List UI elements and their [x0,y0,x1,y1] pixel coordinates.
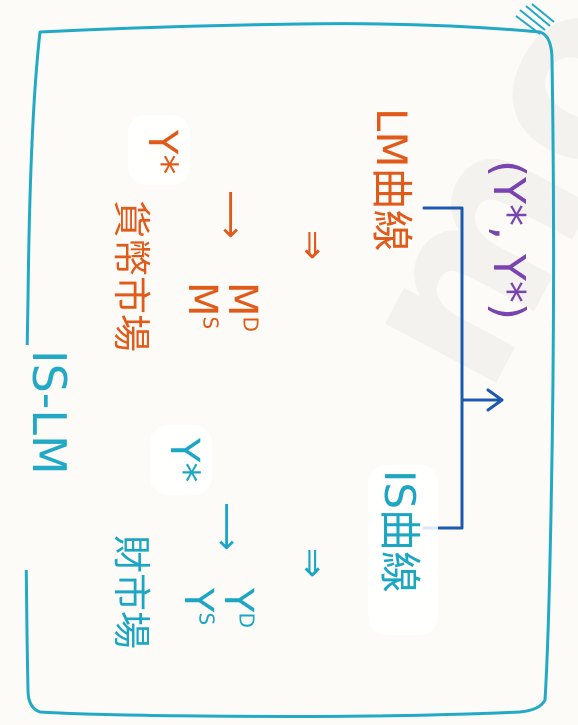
highlight-y-star-money [128,115,190,185]
money-demand-label: MD [219,282,265,332]
outer-frame [24,22,556,718]
money-implies-arrow: ⇒ [292,230,333,261]
bracket [422,206,502,530]
goods-arrow: ⟶ [207,502,247,551]
is-curve-label: IS曲線 [375,470,424,594]
bracket-arrowhead [486,388,504,412]
money-supply-label: MS [179,282,225,330]
money-market-heading: 貨幣市場 [109,200,153,353]
goods-implies-arrow: ⇒ [292,548,333,579]
equilibrium-point-label: (Y*, Y*) [483,160,534,321]
diagram-title: IS-LM [22,350,76,475]
highlight-is-curve [368,465,438,635]
goods-market-heading: 財市場 [109,535,153,650]
highlight-y-star-goods [150,425,212,495]
goods-demand-label: YD [215,588,261,628]
goods-supply-label: YS [175,588,221,626]
money-arrow: ⟶ [211,190,251,239]
lm-curve-label: LM曲線 [367,108,416,252]
goods-equilibrium-output: Y* [161,438,207,483]
corner-scribble [515,3,555,35]
money-equilibrium-output: Y* [139,130,185,175]
